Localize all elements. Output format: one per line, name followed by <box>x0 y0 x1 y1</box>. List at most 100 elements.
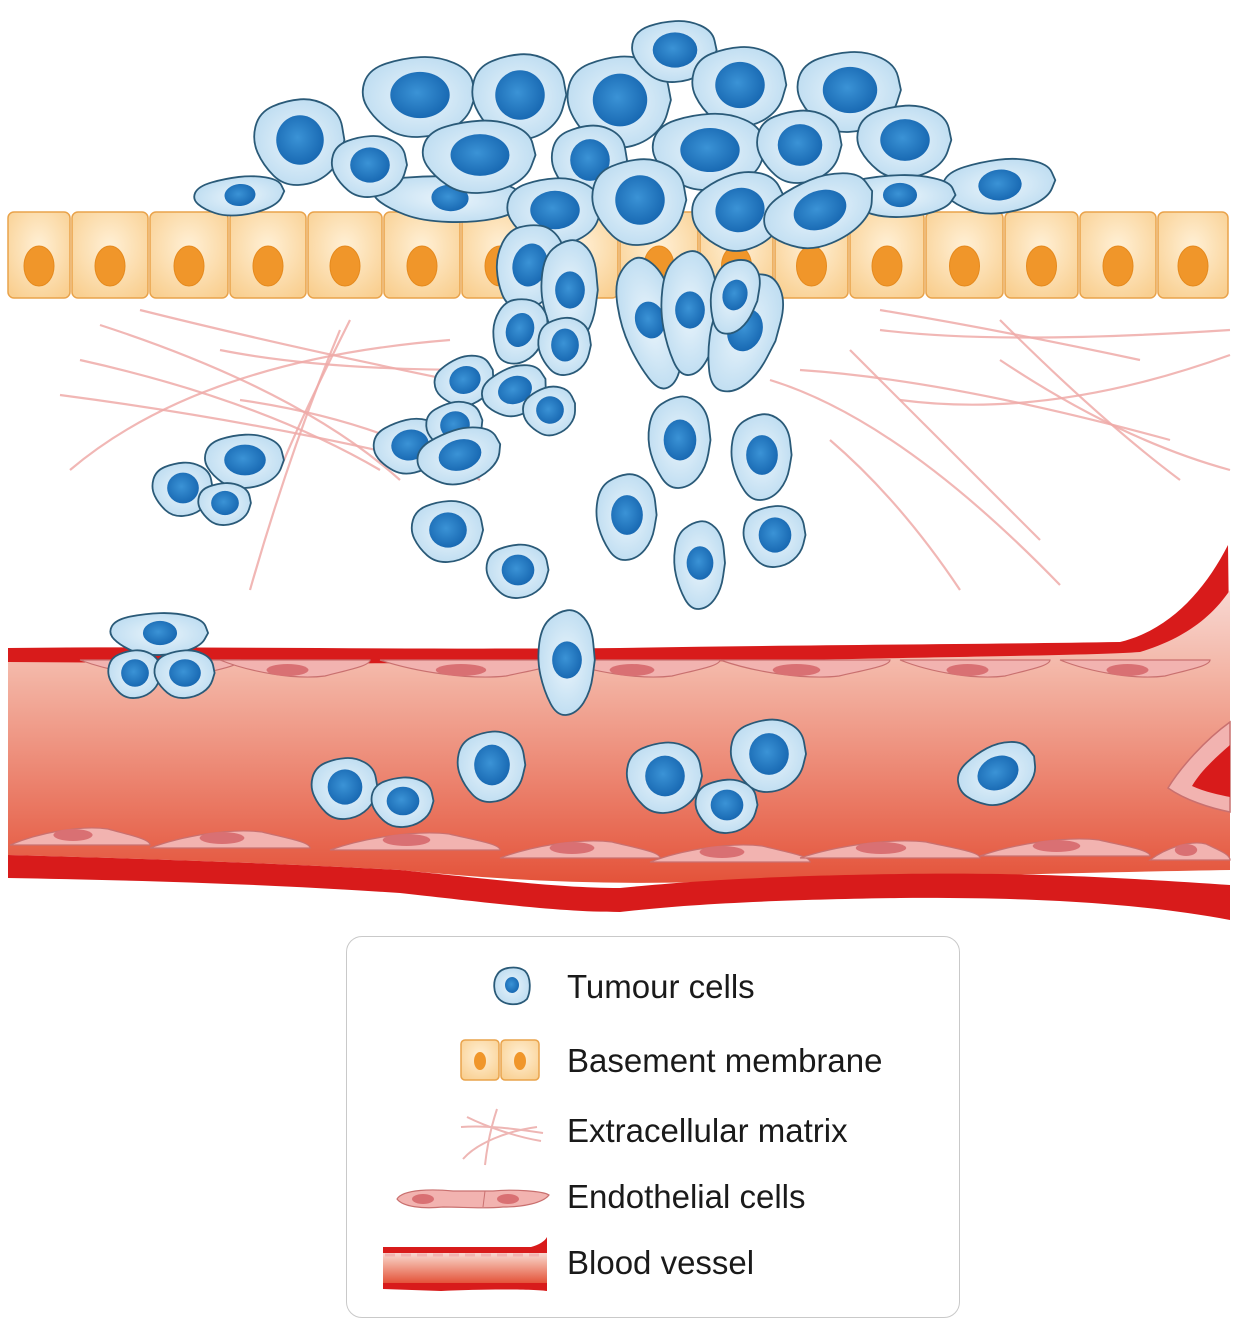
tumour-cell <box>856 104 953 179</box>
ecm-fibre <box>829 439 961 591</box>
tumour-cells <box>107 20 1057 834</box>
tumour-nucleus <box>758 517 792 553</box>
tumour-cell <box>957 741 1037 807</box>
tumour-nucleus <box>882 182 918 208</box>
legend-item-basement-membrane: Basement membrane <box>347 1037 959 1097</box>
tumour-nucleus <box>121 659 149 687</box>
tumour-nucleus <box>592 73 648 127</box>
tumour-nucleus <box>530 190 580 230</box>
tumour-nucleus <box>715 61 765 109</box>
ecm-fibre <box>879 328 1231 339</box>
endothelial-cell <box>799 840 981 859</box>
tumour-nucleus <box>570 139 610 181</box>
endothelial-cell <box>329 832 501 851</box>
tumour-cell <box>310 757 379 820</box>
ecm-fibre <box>69 338 451 471</box>
tumour-cell <box>471 53 568 141</box>
endothelial-cell <box>149 830 311 849</box>
tumour-cell <box>421 119 537 194</box>
endothelial-cell <box>719 659 891 678</box>
tumour-nucleus <box>224 444 266 476</box>
membrane-cell <box>307 211 383 299</box>
tumour-nucleus <box>722 279 748 311</box>
legend-item-endothelial-cells: Endothelial cells <box>347 1177 959 1237</box>
tumour-nucleus <box>552 641 582 679</box>
tumour-cell <box>410 500 485 563</box>
endothelial-cell <box>559 659 721 678</box>
tumour-nucleus <box>880 119 930 161</box>
tumour-cell <box>153 649 216 699</box>
tumour-nucleus <box>822 66 878 114</box>
tumour-nucleus <box>615 175 665 225</box>
tumour-nucleus <box>555 271 585 309</box>
vessel-branch-wall <box>1192 745 1230 797</box>
tumour-cell <box>756 109 843 184</box>
tumour-cell <box>625 741 703 814</box>
tumour-cell <box>730 413 793 501</box>
tumour-nucleus <box>438 439 482 471</box>
endothelial-cell-icon <box>396 1189 550 1209</box>
tumour-nucleus <box>169 659 201 687</box>
legend-label: Tumour cells <box>567 968 755 1005</box>
membrane-cell <box>7 211 71 299</box>
tumour-cell <box>647 395 712 489</box>
endothelial-cell <box>1148 842 1231 861</box>
tumour-nucleus <box>211 490 239 516</box>
endothelial-cell <box>649 844 811 863</box>
endothelial-cell <box>899 659 1051 678</box>
legend-item-tumour-cells: Tumour cells <box>347 961 959 1021</box>
ecm-fibre <box>99 323 401 481</box>
tumour-nucleus <box>390 71 450 119</box>
tumour-nucleus <box>276 115 324 165</box>
membrane-cell <box>71 211 149 299</box>
tumour-nucleus <box>350 147 390 183</box>
tumour-nucleus <box>167 472 199 504</box>
legend-label: Blood vessel <box>567 1244 755 1281</box>
basement-membrane-icon <box>460 1039 540 1081</box>
ecm-fibre <box>899 353 1231 406</box>
tumour-nucleus <box>327 769 363 805</box>
tumour-nucleus <box>793 189 847 231</box>
tumour-cell <box>370 776 435 828</box>
tumour-nucleus <box>663 419 697 461</box>
ecm-fibre <box>79 358 381 471</box>
tumour-nucleus <box>686 546 714 580</box>
tumour-cell <box>485 543 550 599</box>
tumour-cell <box>709 259 761 335</box>
tumour-nucleus <box>652 32 698 68</box>
membrane-cell <box>1079 211 1157 299</box>
tumour-cell <box>492 298 549 365</box>
tumour-cell <box>691 46 788 128</box>
endothelial-cell <box>9 827 151 846</box>
membrane-cell <box>849 211 925 299</box>
vessel-wall-bottom <box>8 855 1230 920</box>
tumour-nucleus <box>224 183 256 207</box>
tumour-cell <box>763 172 874 250</box>
tumour-cell <box>253 98 346 186</box>
tumour-nucleus <box>634 301 666 339</box>
tumour-cell <box>330 135 408 198</box>
endothelial-cell <box>219 659 371 678</box>
tumour-nucleus <box>142 620 178 646</box>
tumour-cell <box>456 730 527 803</box>
tumour-cell <box>361 56 477 138</box>
ecm-fibre <box>999 359 1231 472</box>
tumour-nucleus <box>645 755 685 797</box>
extracellular-matrix <box>59 308 1231 591</box>
tumour-nucleus <box>611 495 643 535</box>
legend-label: Endothelial cells <box>567 1178 806 1215</box>
tumour-nucleus <box>551 328 579 362</box>
tumour-nucleus <box>429 512 467 548</box>
endothelial-cell <box>499 840 661 859</box>
tumour-nucleus <box>512 243 548 287</box>
tumour-nucleus <box>749 733 789 775</box>
blood-vessel <box>8 545 1231 920</box>
tumour-cell <box>109 612 210 656</box>
tumour-cell <box>540 239 599 346</box>
tumour-nucleus <box>746 435 778 475</box>
tumour-nucleus <box>977 755 1019 791</box>
tumour-cell <box>742 505 807 568</box>
tumour-nucleus <box>501 554 535 586</box>
blood-vessel-icon <box>383 1237 547 1291</box>
metastasis-diagram <box>7 20 1231 920</box>
